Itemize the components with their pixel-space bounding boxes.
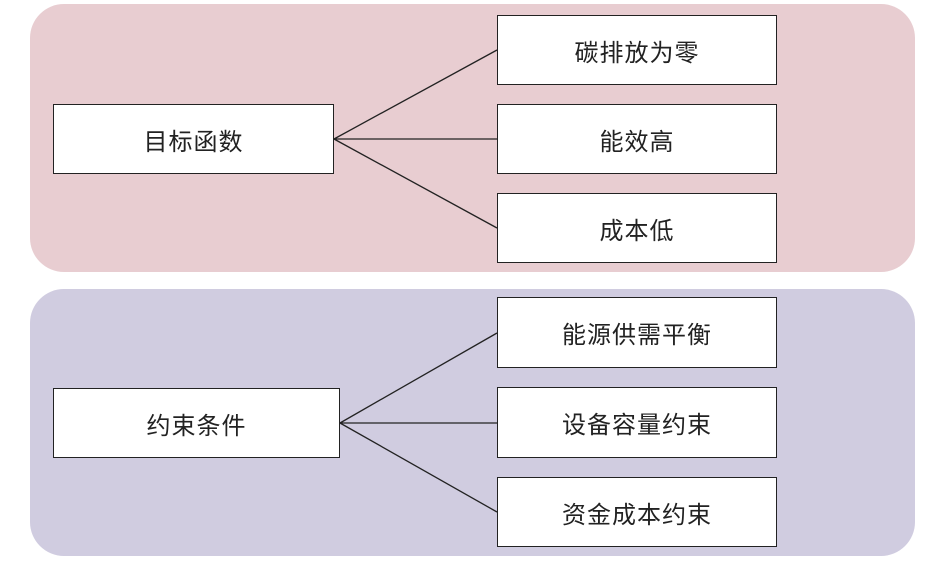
constraint-item-equipment-capacity: 设备容量约束 — [497, 387, 777, 458]
objective-item-zero-carbon: 碳排放为零 — [497, 15, 777, 85]
constraint-conditions-box: 约束条件 — [53, 388, 340, 458]
objective-function-box: 目标函数 — [53, 104, 334, 174]
objective-item-low-cost: 成本低 — [497, 193, 777, 263]
objective-item-high-efficiency: 能效高 — [497, 104, 777, 174]
constraint-item-capital-cost: 资金成本约束 — [497, 477, 777, 547]
constraint-item-energy-balance: 能源供需平衡 — [497, 297, 777, 368]
